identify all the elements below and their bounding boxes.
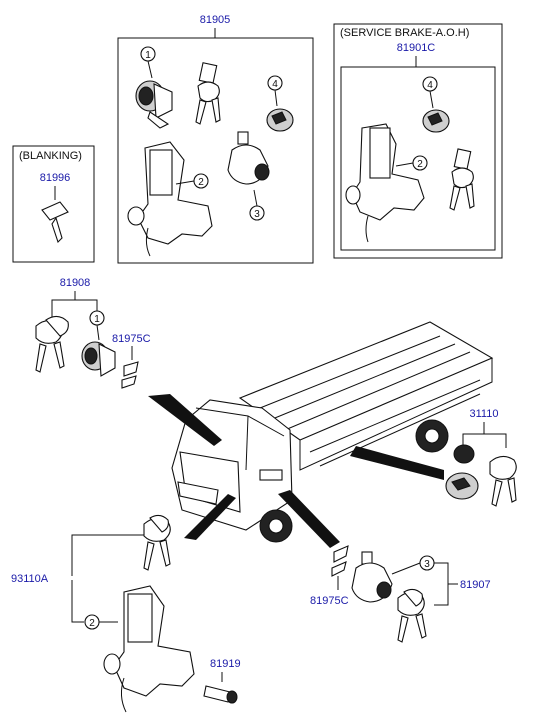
svg-text:2: 2: [198, 177, 204, 188]
group-31110: 31110: [445, 408, 517, 507]
group-93110a: 93110A 2 81919: [11, 514, 241, 713]
callout-2-top[interactable]: 2: [175, 173, 209, 189]
svg-text:2: 2: [417, 159, 423, 170]
truck-illustration-icon: [148, 321, 494, 548]
box-81901c-outer: [333, 23, 503, 259]
svg-text:1: 1: [145, 50, 151, 61]
svg-text:3: 3: [424, 559, 430, 570]
leader-31110-b: [484, 433, 507, 448]
callout-1-mid[interactable]: 1: [89, 310, 105, 341]
lock-cylinder-icon: [81, 341, 116, 377]
leader-81907: [434, 562, 449, 606]
door-cylinder-icon: [351, 551, 393, 603]
part-number-93110a[interactable]: 93110A: [11, 573, 49, 585]
callout-3-bottom[interactable]: 3: [391, 555, 435, 575]
part-number-81975c-bottom[interactable]: 81975C: [310, 595, 349, 607]
key-pair-icon: [397, 588, 427, 643]
blanking-key-icon: [41, 201, 69, 244]
leader-81908-a: [51, 291, 76, 318]
box-81996: [12, 145, 95, 263]
callout-2-bottom[interactable]: 2: [84, 614, 118, 630]
svg-text:4: 4: [272, 79, 278, 90]
clip-icon: [121, 361, 139, 389]
leader-81908-b: [75, 299, 98, 312]
ignition-body-icon: [103, 585, 195, 713]
group-81996: (BLANKING) 81996: [12, 145, 95, 263]
box-81905: [117, 37, 314, 264]
key-pair-icon: [449, 148, 475, 211]
svg-text:1: 1: [94, 314, 100, 325]
group-81908: 81908 1 81975C: [35, 277, 151, 389]
part-number-81996[interactable]: 81996: [40, 172, 71, 184]
callout-1-top[interactable]: 1: [140, 46, 156, 79]
svg-text:4: 4: [427, 80, 433, 91]
part-number-81908[interactable]: 81908: [60, 277, 91, 289]
box-81901c-inner: [340, 66, 496, 251]
callout-4-right[interactable]: 4: [422, 76, 438, 109]
callout-3-top[interactable]: 3: [249, 189, 265, 221]
group-81905: 81905 1 4: [117, 14, 314, 264]
header-blanking: (BLANKING): [19, 150, 82, 162]
leader-93110a-a: [71, 534, 144, 576]
callout-4-top[interactable]: 4: [267, 75, 283, 107]
key-pair-icon: [195, 62, 221, 125]
key-pair-icon: [489, 455, 517, 507]
part-number-81919[interactable]: 81919: [210, 658, 241, 670]
bolt-icon: [203, 685, 238, 704]
svg-text:2: 2: [89, 618, 95, 629]
clip-icon: [331, 545, 349, 577]
door-cylinder-icon: [227, 131, 270, 185]
group-81901c: (SERVICE BRAKE-A.O.H) 81901C 4 2: [333, 23, 503, 259]
leader-93110a-b: [71, 580, 84, 623]
fuel-cap-icon: [445, 444, 479, 500]
part-number-81907[interactable]: 81907: [460, 579, 491, 591]
group-81907: 81975C 3 81907: [310, 545, 491, 643]
ignition-body-icon: [127, 141, 213, 257]
key-pair-icon: [143, 514, 171, 571]
part-number-81905[interactable]: 81905: [200, 14, 231, 26]
cap-icon: [266, 108, 294, 132]
ignition-body-icon: [345, 123, 425, 243]
part-number-31110[interactable]: 31110: [470, 408, 499, 420]
part-number-81901c[interactable]: 81901C: [397, 42, 436, 54]
cap-icon: [422, 109, 450, 133]
lock-cylinder-icon: [135, 80, 173, 129]
part-number-81975c-top[interactable]: 81975C: [112, 333, 151, 345]
key-pair-icon: [35, 315, 69, 373]
svg-text:3: 3: [254, 209, 260, 220]
header-service-brake: (SERVICE BRAKE-A.O.H): [340, 27, 469, 39]
callout-2-right[interactable]: 2: [395, 155, 428, 171]
leader-31110-a: [462, 422, 485, 446]
